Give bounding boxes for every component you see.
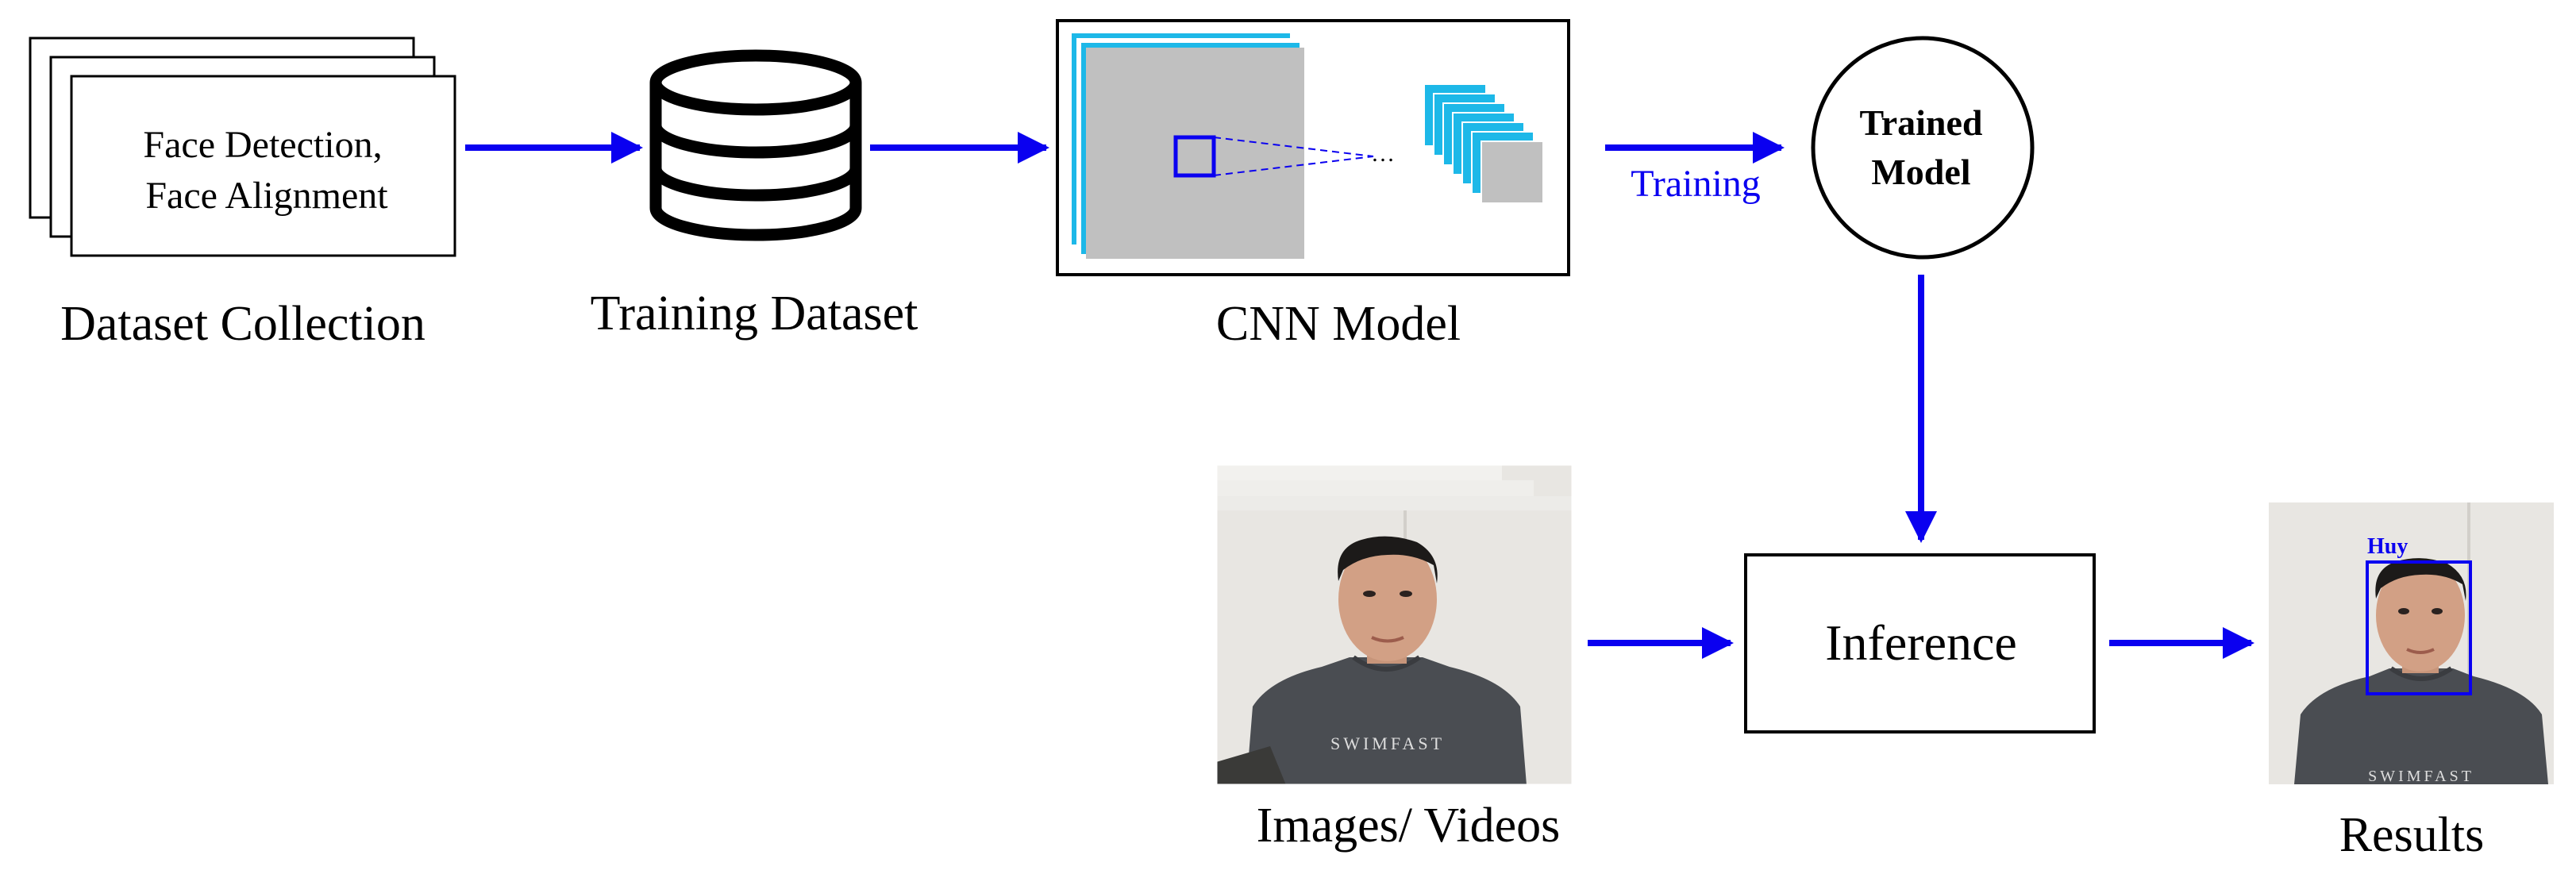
results-caption: Results [2339, 808, 2485, 862]
results-stage: SWIMFAST Huy Results [2269, 502, 2554, 862]
dataset-collection-caption: Dataset Collection [60, 297, 425, 351]
kernel-projection-line [1213, 137, 1374, 157]
trained-model-line2: Model [1871, 152, 1970, 192]
convolution-kernel-window [1173, 135, 1216, 178]
dataset-collection-stage: Face Detection, Face Alignment Dataset C… [29, 37, 456, 351]
database-icon [649, 49, 862, 241]
inference-label: Inference [1825, 614, 2017, 671]
result-person-photo: SWIMFAST [2269, 502, 2554, 785]
trained-model-line1: Trained [1859, 102, 1982, 143]
training-dataset-caption: Training Dataset [591, 287, 918, 341]
face-detection-box [2366, 560, 2472, 695]
shirt-print: SWIMFAST [1330, 733, 1445, 753]
person-photo: SWIMFAST [1216, 464, 1573, 785]
inference-box [1744, 553, 2096, 733]
images-videos-stage: SWIMFAST Images/ Videos [1215, 463, 1574, 853]
ellipsis-dots: … [1371, 141, 1395, 167]
face-processing-box [70, 75, 456, 257]
result-shirt-print: SWIMFAST [2368, 768, 2474, 785]
trained-model-node [1811, 36, 2035, 260]
training-dataset-stage: Training Dataset [591, 49, 918, 341]
images-videos-caption: Images/ Videos [1257, 799, 1561, 853]
training-edge-label: Training [1631, 163, 1761, 205]
inference-stage: Inference [1744, 553, 2096, 733]
input-feature-map-stack [1072, 33, 1304, 259]
cnn-model-stage: … CNN Model [1056, 19, 1570, 351]
face-detection-label: Face Detection, [143, 124, 382, 166]
trained-model-stage: Trained Model [1811, 36, 2035, 260]
kernel-projection-line [1213, 156, 1374, 176]
detection-name-label: Huy [2367, 534, 2408, 559]
output-feature-maps [1423, 83, 1544, 204]
face-alignment-label: Face Alignment [145, 175, 388, 217]
cnn-model-caption: CNN Model [1216, 297, 1461, 351]
